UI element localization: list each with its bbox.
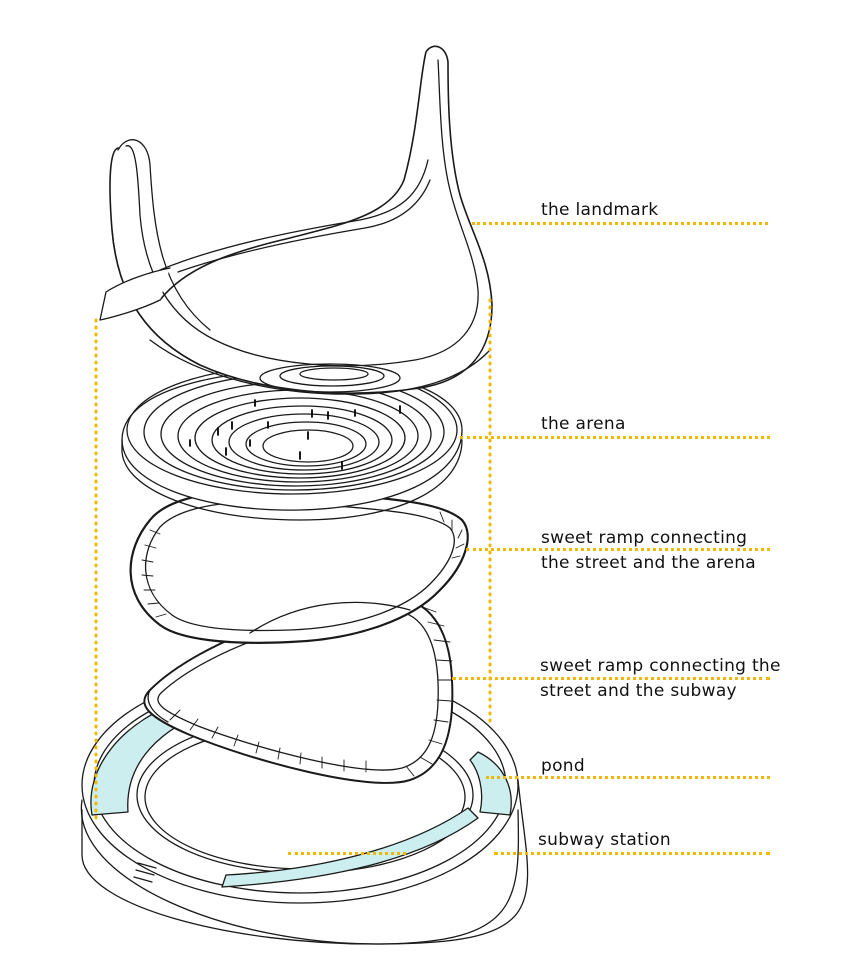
label-subway-station: subway station [538,830,671,850]
leader-ramp-arena [466,548,770,551]
leader-subway-right [494,852,770,855]
label-ramp-subway-line2: street and the subway [540,681,737,701]
leader-ramp-subway [452,677,770,680]
label-ramp-arena-line1: sweet ramp connecting [541,528,748,548]
leader-arena [460,436,770,439]
label-arena: the arena [541,414,626,434]
label-pond: pond [541,756,585,776]
leader-landmark [472,222,768,225]
label-landmark: the landmark [541,200,659,220]
label-ramp-arena-line2: the street and the arena [541,553,757,573]
landmark-structure [99,45,493,395]
label-ramp-subway-line1: sweet ramp connecting the [540,656,781,676]
leader-pond [486,776,770,779]
leader-subway-left [288,852,406,855]
vertical-guide-lines [94,298,492,822]
ramp-street-arena [129,489,469,644]
